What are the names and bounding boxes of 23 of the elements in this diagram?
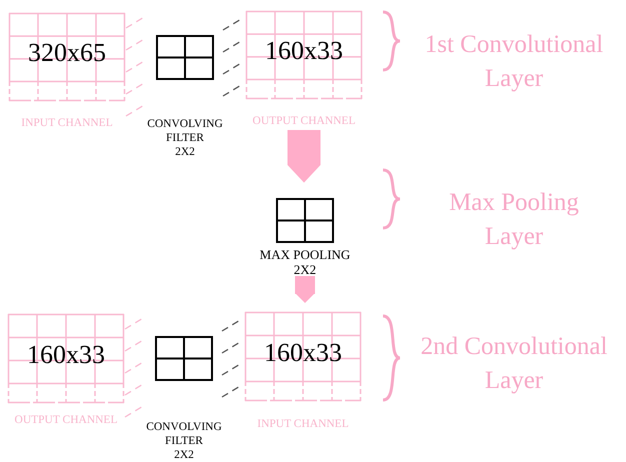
- channel-grid: [245, 312, 361, 401]
- filter-box: [156, 35, 214, 80]
- layer-label: 2nd Convolutional Layer: [420, 332, 608, 396]
- flow-arrow: [288, 130, 320, 183]
- size-label: 160x33: [264, 36, 344, 66]
- node-label: OUTPUT CHANNEL: [14, 413, 118, 427]
- layer-label: Max Pooling Layer: [448, 188, 580, 252]
- channel-grid: [8, 314, 124, 403]
- filter-box: [276, 198, 334, 243]
- node-label: INPUT CHANNEL: [256, 417, 350, 431]
- size-label: 160x33: [26, 340, 106, 370]
- size-label: 160x33: [263, 338, 343, 368]
- flow-arrow: [295, 276, 315, 303]
- layer-label: 1st Convolutional Layer: [424, 30, 604, 94]
- node-label: CONVOLVING FILTER 2X2: [147, 117, 223, 159]
- channel-grid: [246, 11, 362, 99]
- node-label: MAX POOLING 2X2: [258, 247, 352, 277]
- node-label: OUTPUT CHANNEL: [252, 114, 356, 128]
- filter-box: [155, 336, 213, 381]
- channel-grid: [9, 13, 125, 101]
- size-label: 320x65: [27, 38, 107, 68]
- node-label: CONVOLVING FILTER 2X2: [146, 420, 222, 462]
- node-label: INPUT CHANNEL: [20, 116, 114, 130]
